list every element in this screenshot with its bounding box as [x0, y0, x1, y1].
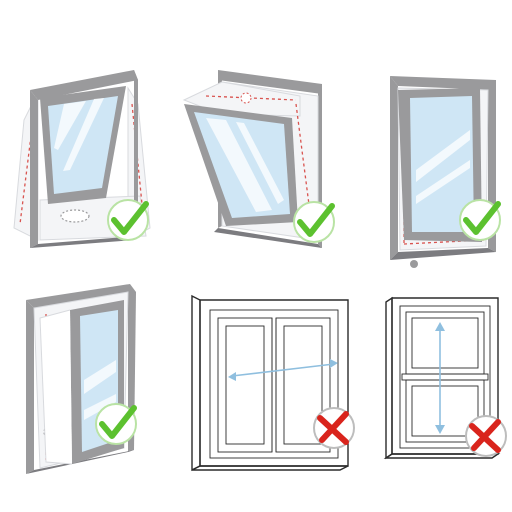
cross-badge-5 — [313, 407, 355, 449]
check-icon — [99, 405, 137, 439]
panel-sash-window — [383, 296, 501, 460]
panel-side-hinged-window — [26, 284, 136, 474]
check-icon — [111, 201, 149, 235]
hose-hole — [60, 209, 90, 223]
check-badge-1 — [107, 199, 149, 241]
cross-icon — [469, 419, 501, 453]
cross-icon — [317, 411, 349, 445]
slide-arrow — [231, 363, 335, 377]
check-icon — [297, 203, 335, 237]
hose-hole — [240, 92, 252, 104]
cross-badge-6 — [465, 415, 507, 457]
hose-connector — [410, 260, 418, 268]
panel-sliding-window — [191, 294, 349, 472]
check-badge-3 — [459, 199, 501, 241]
check-icon — [463, 201, 501, 235]
check-badge-4 — [95, 403, 137, 445]
check-badge-2 — [293, 201, 335, 243]
